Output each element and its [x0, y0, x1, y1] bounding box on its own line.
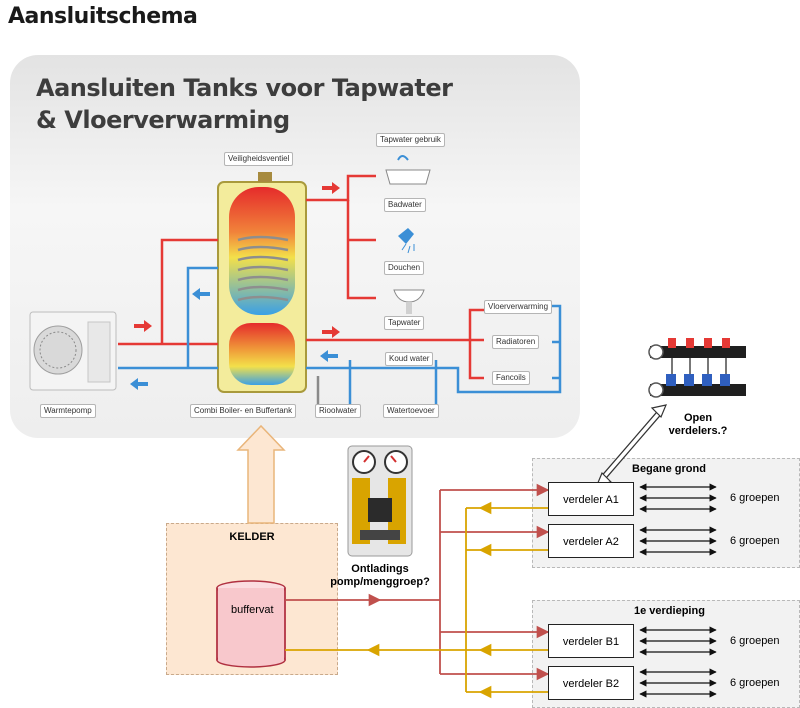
groups-label-a2: 6 groepen — [730, 535, 780, 547]
combi-boiler-tank-icon — [217, 172, 307, 393]
supply-lines — [285, 483, 550, 681]
bath-icon — [385, 155, 431, 185]
zone-title-begane-grond: Begane grond — [632, 463, 706, 475]
page-title: Aansluitschema — [8, 4, 198, 29]
group-arrows — [639, 483, 717, 698]
verdeler-b1-box[interactable]: verdeler B1 — [548, 624, 634, 658]
pump-label-line2: pomp/menggroep? — [330, 576, 430, 588]
pump-label: Ontladings pomp/menggroep? — [318, 563, 442, 589]
up-arrow — [236, 424, 286, 524]
label-combi-boiler: Combi Boiler- en Buffertank — [190, 404, 297, 418]
manifold-label-line1: Open — [683, 412, 713, 424]
sink-icon — [393, 289, 425, 314]
zone-title-1e-verdieping: 1e verdieping — [634, 605, 705, 617]
buffervat-tank — [216, 580, 286, 668]
return-lines — [285, 501, 548, 699]
label-rioolwater: Rioolwater — [315, 404, 361, 418]
manifold-label: Open verdelers.? — [652, 412, 744, 438]
kelder-title: KELDER — [229, 531, 275, 543]
illustration-pipes — [118, 174, 562, 418]
label-douchen: Douchen — [384, 261, 425, 275]
pump-label-line1: Ontladings — [351, 563, 409, 575]
groups-label-a1: 6 groepen — [730, 492, 780, 504]
label-badwater: Badwater — [384, 198, 426, 212]
label-warmtepomp: Warmtepomp — [40, 404, 96, 418]
buffervat-label: buffervat — [231, 604, 274, 616]
pump-group-icon — [347, 445, 413, 557]
verdeler-a2-box[interactable]: verdeler A2 — [548, 524, 634, 558]
label-veiligheidsventiel: Veiligheidsventiel — [224, 152, 294, 166]
label-vloerverwarming: Vloerverwarming — [484, 300, 553, 314]
panel-title-line1: Aansluiten Tanks voor Tapwater — [36, 74, 453, 102]
illustration-flow-arrows — [130, 182, 340, 390]
verdeler-b2-box[interactable]: verdeler B2 — [548, 666, 634, 700]
label-radiatoren: Radiatoren — [492, 335, 540, 349]
manifold-link-arrow — [596, 404, 667, 486]
manifold-icon — [648, 338, 746, 398]
label-watertoevoer: Watertoevoer — [383, 404, 439, 418]
panel-title-line2: & Vloerverwarming — [36, 106, 290, 134]
shower-icon — [398, 228, 415, 254]
manifold-label-line2: verdelers.? — [668, 425, 728, 437]
groups-label-b2: 6 groepen — [730, 677, 780, 689]
groups-label-b1: 6 groepen — [730, 635, 780, 647]
label-tapwater-gebruik: Tapwater gebruik — [376, 133, 445, 147]
verdeler-a1-box[interactable]: verdeler A1 — [548, 482, 634, 516]
label-tapwater: Tapwater — [384, 316, 425, 330]
heat-pump-icon — [29, 311, 117, 391]
panel-title: Aansluiten Tanks voor Tapwater & Vloerve… — [36, 72, 453, 136]
label-fancoils: Fancoils — [492, 371, 530, 385]
label-koud-water: Koud water — [385, 352, 434, 366]
